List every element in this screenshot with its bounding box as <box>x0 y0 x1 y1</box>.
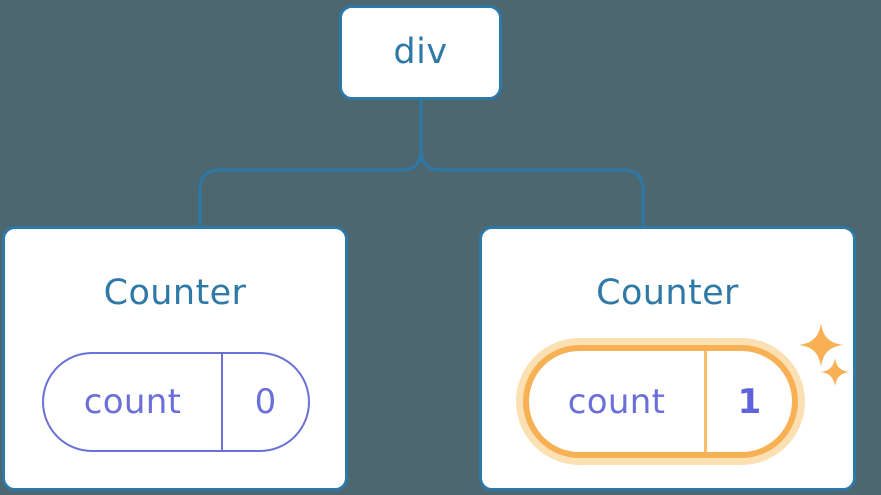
state-key-right: count <box>529 351 707 452</box>
state-pill-left[interactable]: count 0 <box>42 352 310 452</box>
counter-right-title: Counter <box>596 273 739 313</box>
state-pill-right[interactable]: count 1 <box>523 345 798 458</box>
counter-card-left[interactable]: Counter count 0 <box>2 226 348 491</box>
state-value-right: 1 <box>737 381 762 422</box>
root-node-label: div <box>393 32 448 72</box>
connector-path-right <box>419 98 645 229</box>
counter-card-right[interactable]: Counter count 1 <box>479 226 856 491</box>
connector-path-left <box>198 98 423 229</box>
state-key-left: count <box>44 354 223 450</box>
state-value-left: 0 <box>254 382 277 422</box>
root-node-div[interactable]: div <box>339 5 502 100</box>
counter-left-title: Counter <box>103 273 247 313</box>
